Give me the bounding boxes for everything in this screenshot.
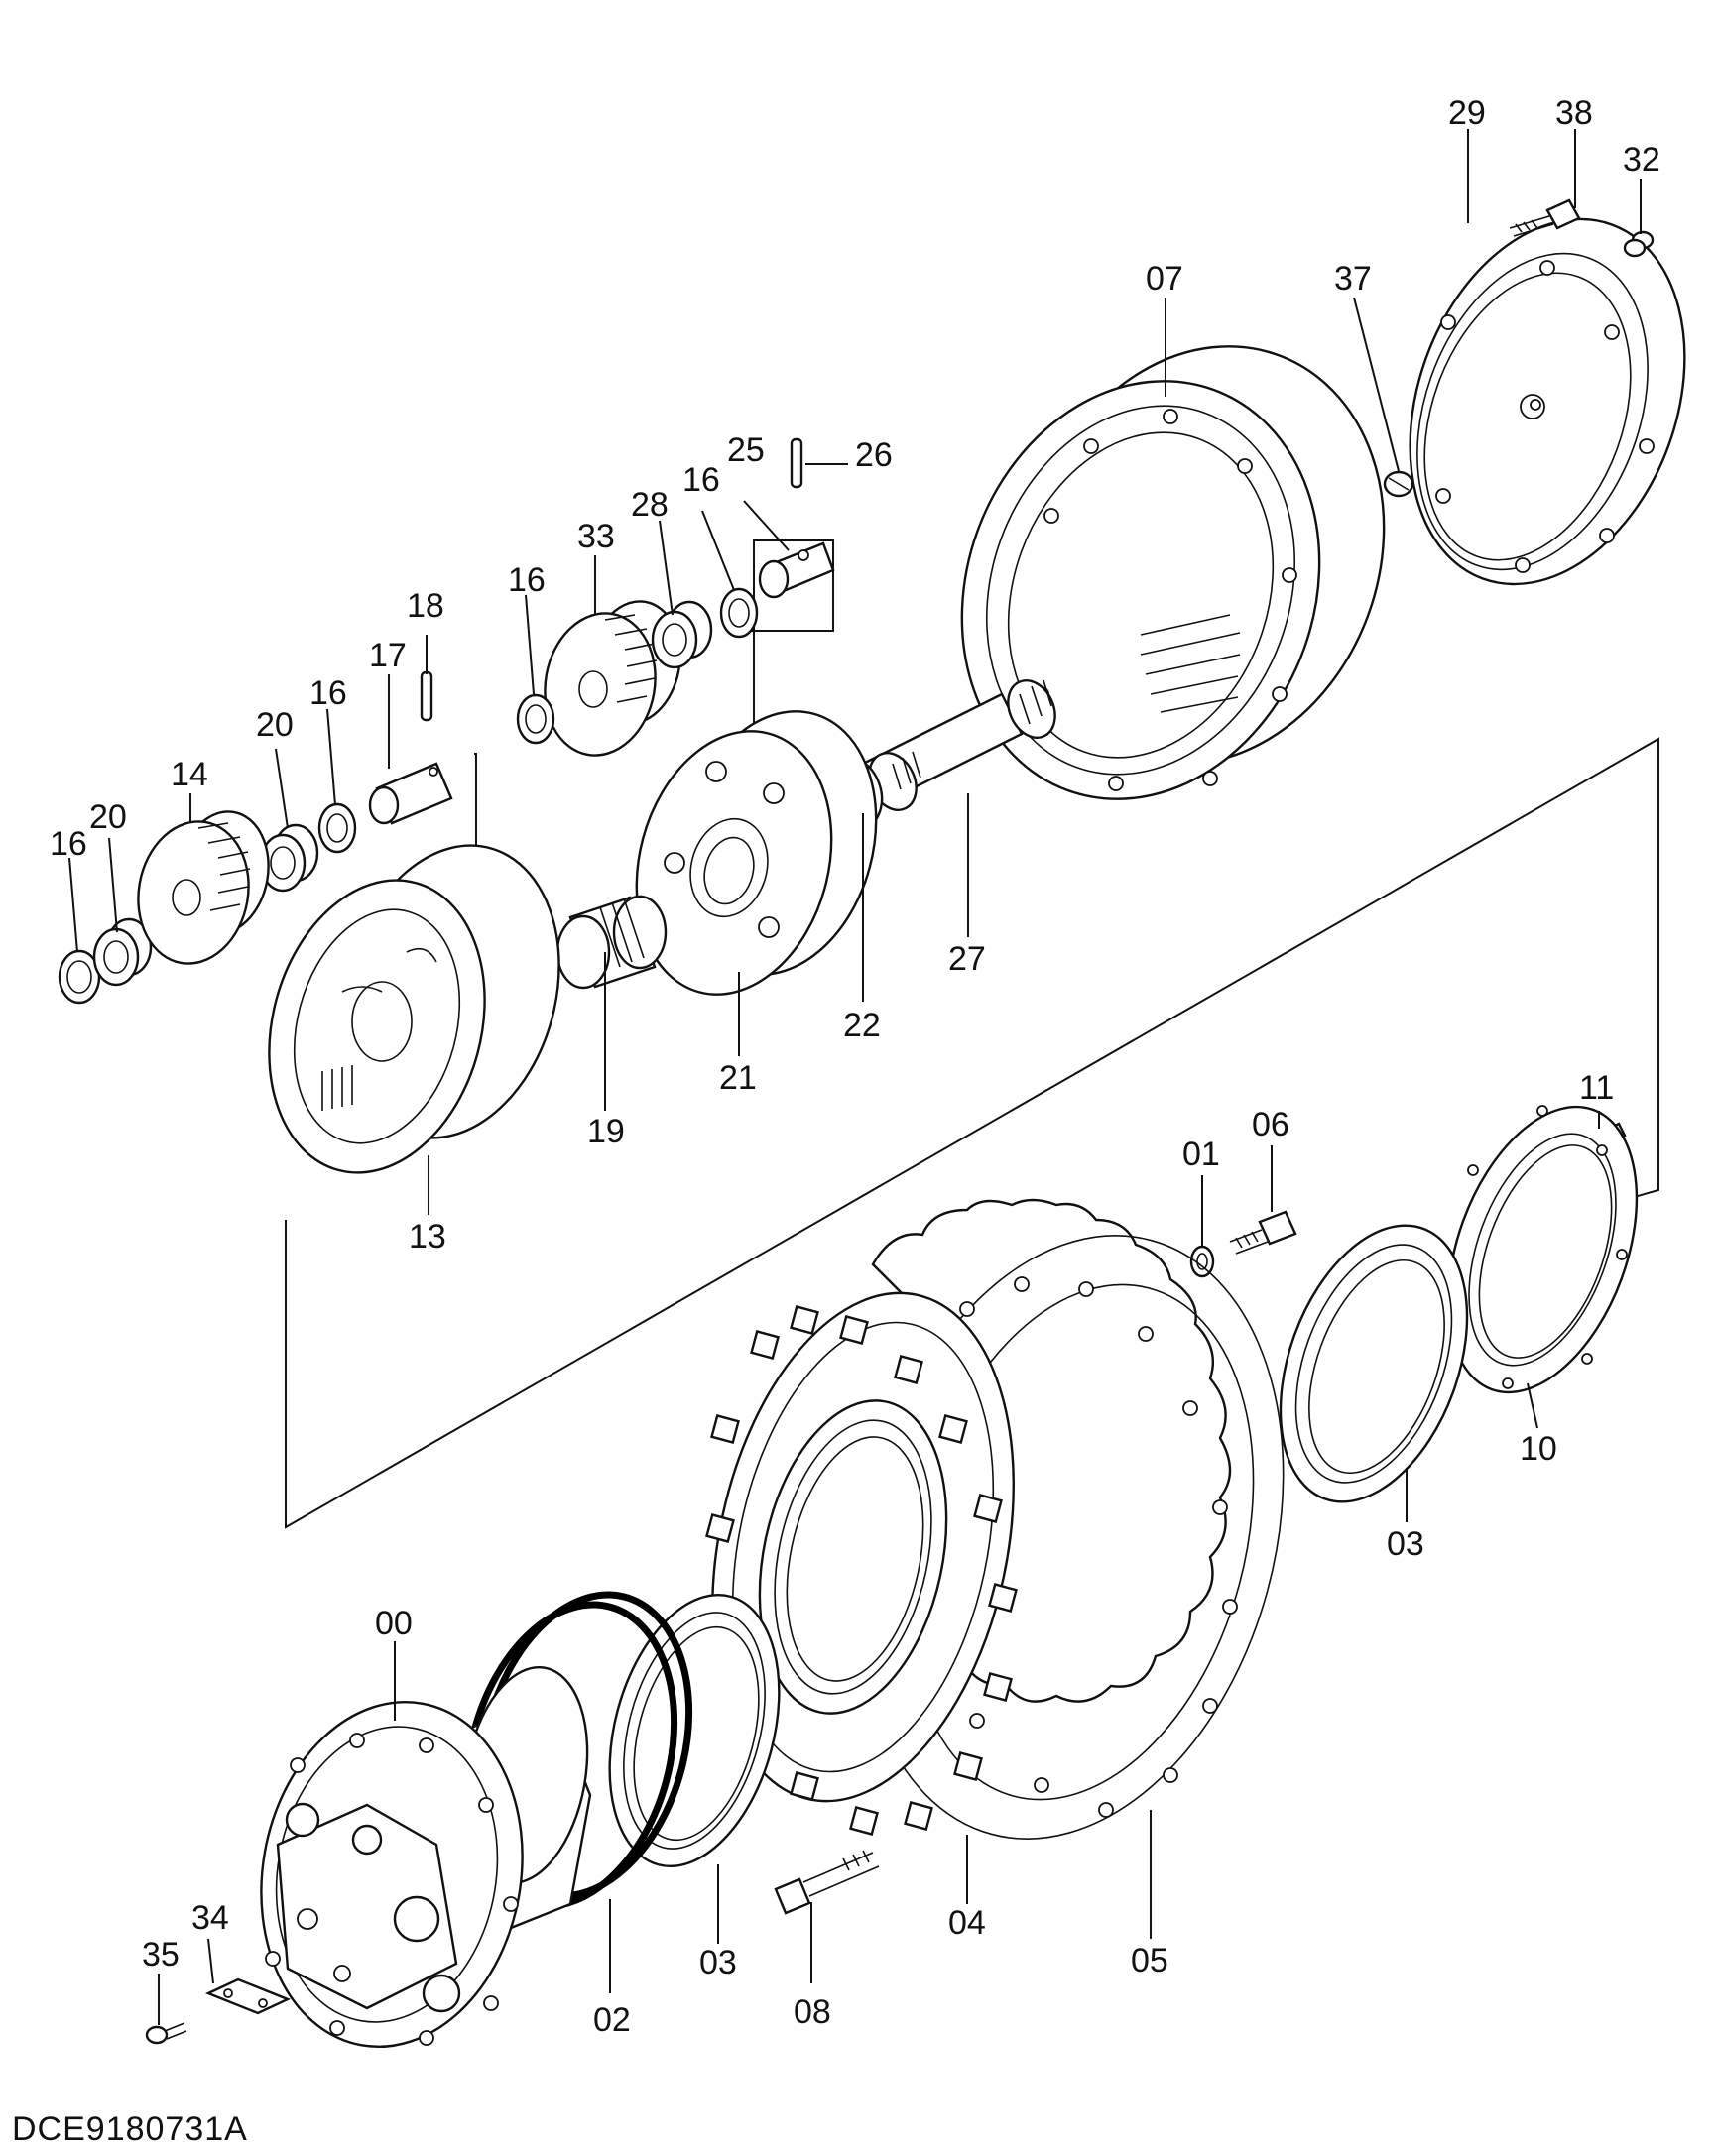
- part-26-pin: [790, 437, 803, 489]
- callout-08: 08: [794, 1993, 831, 2031]
- callout-21: 21: [719, 1059, 757, 1097]
- part-10-ring-nut: [1446, 1105, 1639, 1394]
- part-19-sun-gear: [555, 895, 668, 990]
- callout-01: 01: [1182, 1136, 1220, 1173]
- part-21-carrier: [635, 710, 878, 996]
- callout-32: 32: [1623, 141, 1660, 179]
- part-25-holder: [758, 541, 835, 599]
- part-28-needle-bearing: [651, 600, 713, 669]
- part-27-sun-shaft: [861, 679, 1056, 811]
- part-16-washer-d: [58, 949, 101, 1005]
- callout-16: 16: [309, 674, 347, 712]
- callout-11: 11: [1579, 1069, 1614, 1107]
- part-38-bolt: [1509, 198, 1581, 237]
- part-03-bearing-lower: [608, 1593, 781, 1868]
- part-29-cover: [1409, 217, 1686, 586]
- part-18-pin: [420, 670, 433, 722]
- leader-lines: [68, 129, 1642, 2025]
- drawing-code: DCE9180731A: [12, 2110, 248, 2148]
- callout-20: 20: [89, 798, 127, 836]
- callout-37: 37: [1334, 260, 1372, 298]
- callout-34: 34: [191, 1899, 229, 1937]
- part-16-washer-b: [516, 693, 555, 745]
- callout-06: 06: [1252, 1106, 1289, 1143]
- part-03-bearing-upper: [1279, 1224, 1469, 1503]
- part-08-bolt: [774, 1850, 880, 1915]
- part-16-washer-c: [317, 802, 357, 854]
- part-32-plug: [1623, 230, 1655, 258]
- callout-03: 03: [699, 1944, 737, 1981]
- callout-00: 00: [375, 1605, 413, 1642]
- callout-16: 16: [682, 461, 720, 499]
- callout-33: 33: [577, 518, 615, 555]
- part-06-bolt: [1229, 1210, 1297, 1255]
- part-17-planet-pin: [368, 762, 453, 825]
- callout-16: 16: [50, 825, 87, 863]
- part-07-ring-gear-drum: [960, 345, 1386, 800]
- callout-13: 13: [409, 1218, 446, 1256]
- callout-03: 03: [1387, 1525, 1424, 1563]
- callout-25: 25: [727, 431, 765, 469]
- callout-02: 02: [593, 2001, 631, 2039]
- part-20-bearing-a: [259, 823, 319, 893]
- part-35-screw: [145, 2022, 187, 2045]
- callout-29: 29: [1448, 94, 1486, 132]
- callout-38: 38: [1555, 94, 1593, 132]
- callout-16: 16: [508, 561, 546, 599]
- part-34-plate: [204, 1977, 292, 2015]
- callout-14: 14: [171, 756, 208, 793]
- callout-17: 17: [369, 637, 407, 674]
- callout-22: 22: [843, 1007, 881, 1044]
- callout-labels: 29 38 32 07 37 25 26 16 28 33 16 18 17 2…: [50, 94, 1660, 2039]
- callout-35: 35: [142, 1936, 180, 1974]
- callout-07: 07: [1146, 260, 1183, 298]
- callout-04: 04: [948, 1904, 986, 1942]
- part-13-carrier-housing: [268, 844, 560, 1174]
- callout-20: 20: [256, 706, 294, 744]
- callout-18: 18: [407, 587, 444, 625]
- callout-10: 10: [1520, 1430, 1557, 1468]
- callout-19: 19: [587, 1113, 625, 1150]
- part-16-washer-a: [719, 587, 759, 639]
- callout-28: 28: [631, 486, 669, 524]
- part-37-plug: [1383, 470, 1414, 498]
- part-14-planet-gear: [137, 810, 270, 965]
- callout-26: 26: [855, 436, 893, 474]
- part-20-bearing-b: [92, 917, 153, 987]
- part-00-travel-motor: [260, 1665, 592, 2049]
- callout-27: 27: [948, 940, 986, 978]
- callout-05: 05: [1131, 1942, 1168, 1979]
